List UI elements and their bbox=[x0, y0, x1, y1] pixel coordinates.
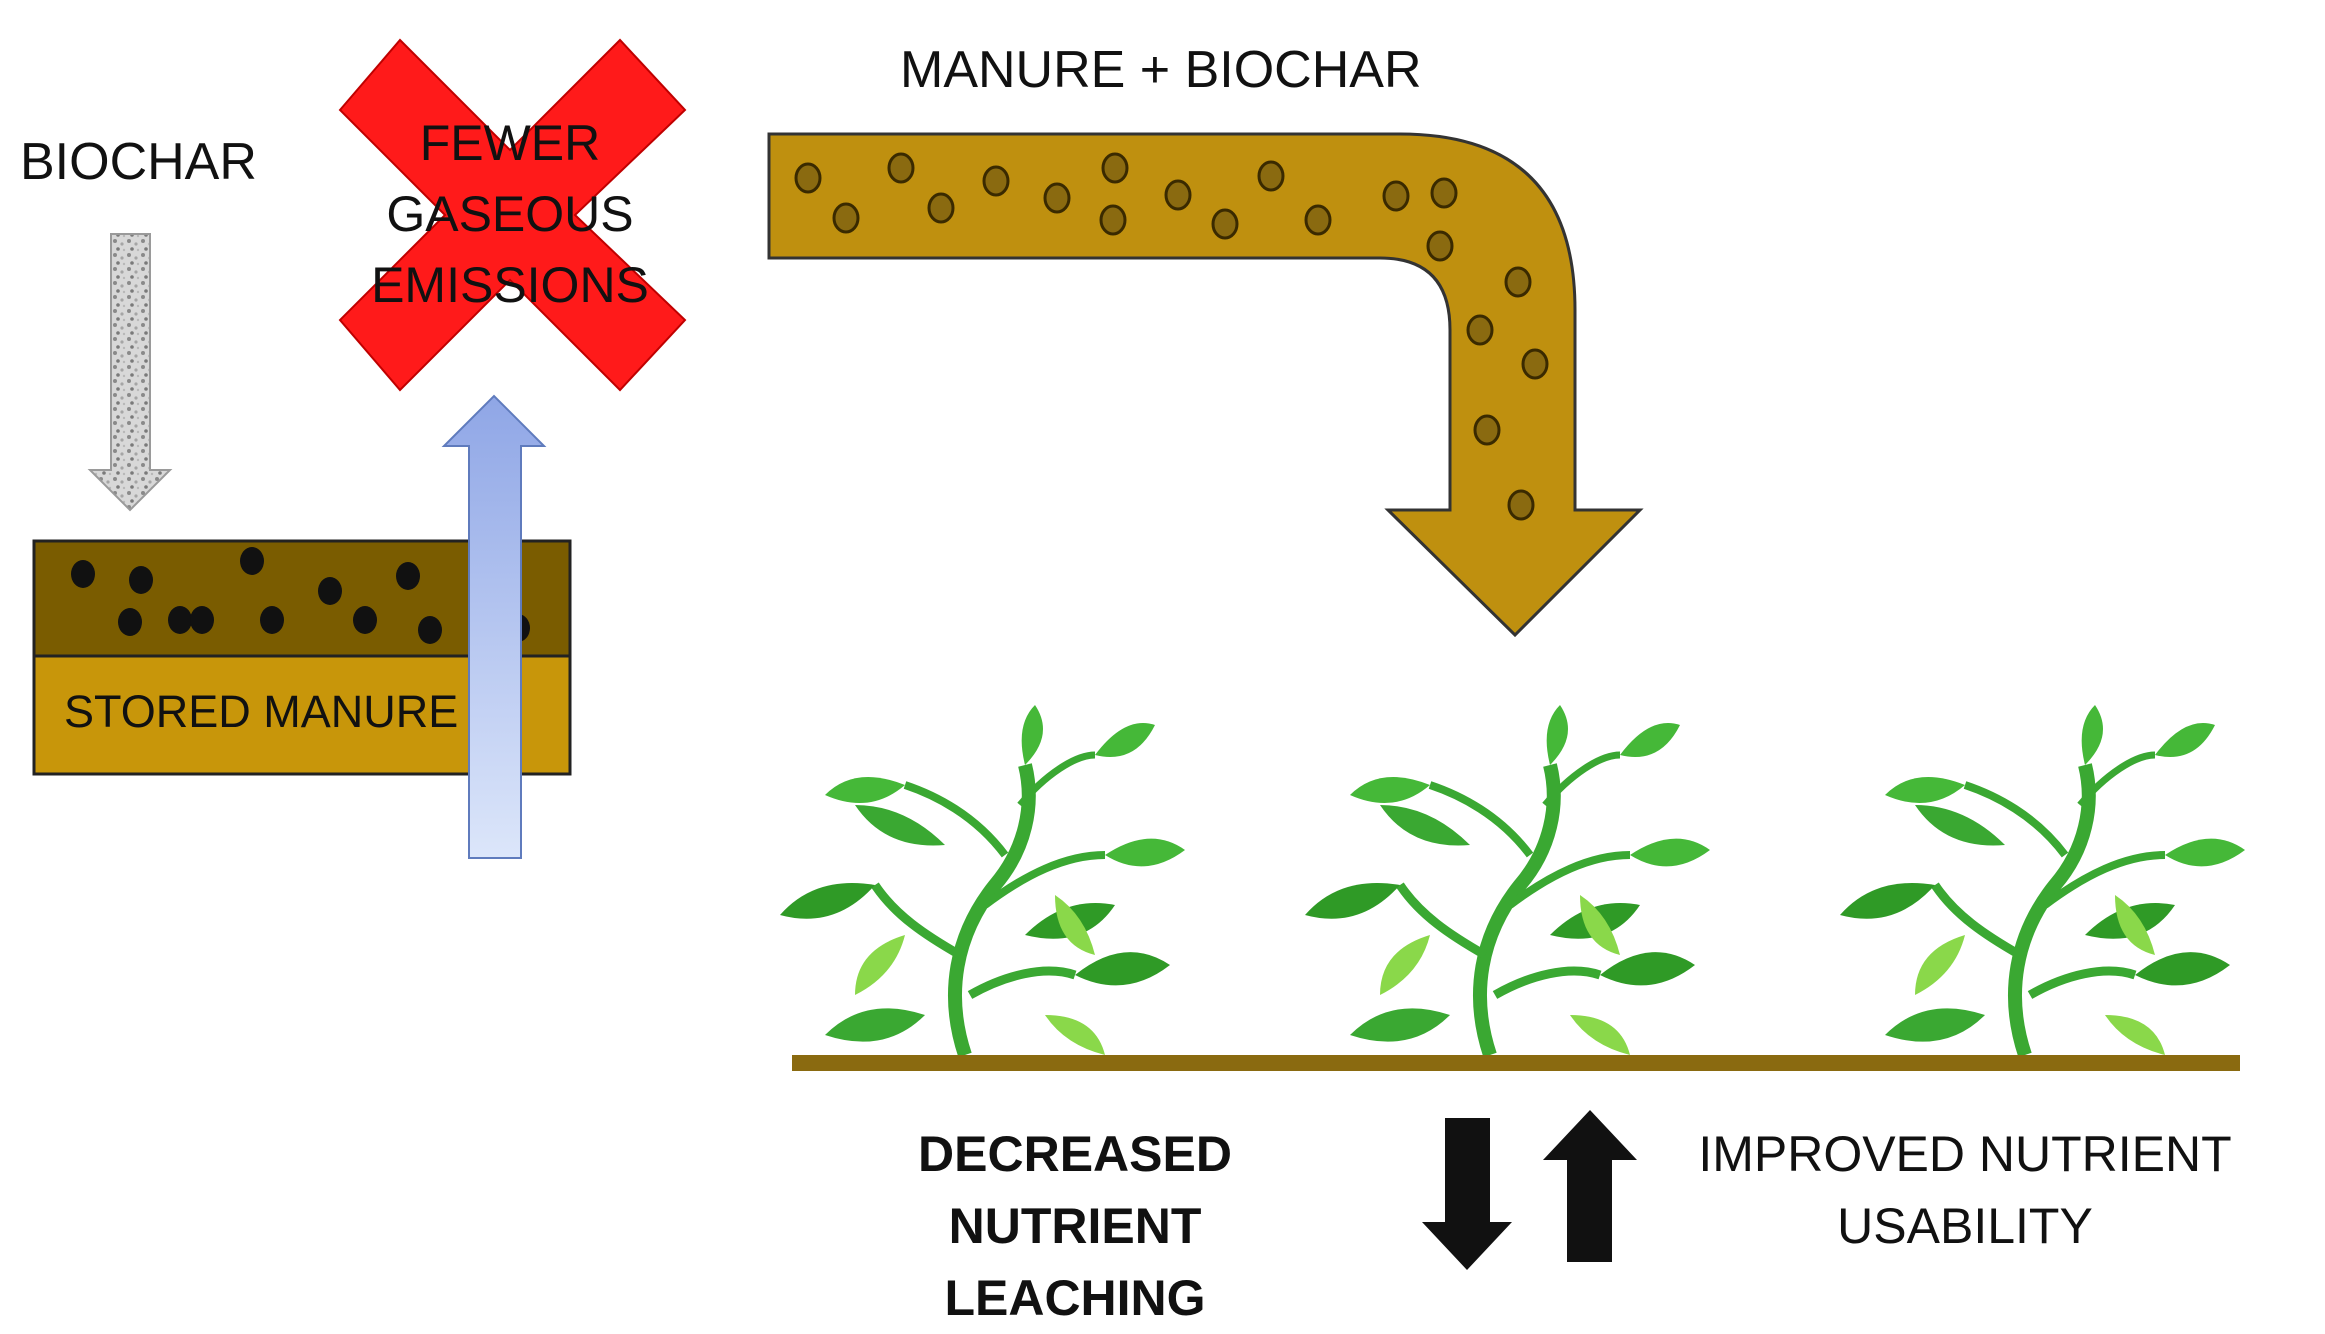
gaseous-line: GASEOUS bbox=[386, 186, 634, 242]
fewer-gaseous-emissions-label: FEWER GASEOUS EMISSIONS bbox=[340, 108, 680, 321]
stored-manure-label: STORED MANURE bbox=[64, 686, 459, 737]
fewer-line: FEWER bbox=[419, 115, 601, 171]
improved-usability-label: IMPROVED NUTRIENT USABILITY bbox=[1680, 1118, 2250, 1262]
plant-icon bbox=[1840, 705, 2245, 1055]
improved-line-1: IMPROVED NUTRIENT bbox=[1698, 1126, 2232, 1182]
decreased-line-2: LEACHING bbox=[944, 1270, 1206, 1326]
biochar-particles bbox=[71, 547, 530, 644]
emission-up-arrow bbox=[441, 394, 547, 859]
plant-icon bbox=[780, 705, 1185, 1055]
leaching-down-arrow bbox=[1422, 1118, 1512, 1270]
diagram-canvas bbox=[32, 38, 2325, 1270]
plant-icon bbox=[1305, 705, 1710, 1055]
biochar-label: BIOCHAR bbox=[20, 133, 257, 191]
decreased-line-1: DECREASED NUTRIENT bbox=[918, 1126, 1232, 1254]
decreased-leaching-label: DECREASED NUTRIENT LEACHING bbox=[795, 1118, 1355, 1334]
biochar-down-arrow bbox=[87, 233, 173, 512]
red-x-icon bbox=[338, 38, 687, 392]
manure-biochar-label: MANURE + BIOCHAR bbox=[900, 41, 1422, 99]
improved-line-2: USABILITY bbox=[1837, 1198, 2093, 1254]
emissions-line: EMISSIONS bbox=[371, 257, 649, 313]
soil-line bbox=[792, 1055, 2240, 1071]
manure-biochar-curved-arrow bbox=[767, 132, 1644, 638]
usability-up-arrow bbox=[1543, 1110, 1637, 1262]
manure-particles bbox=[794, 152, 1549, 521]
